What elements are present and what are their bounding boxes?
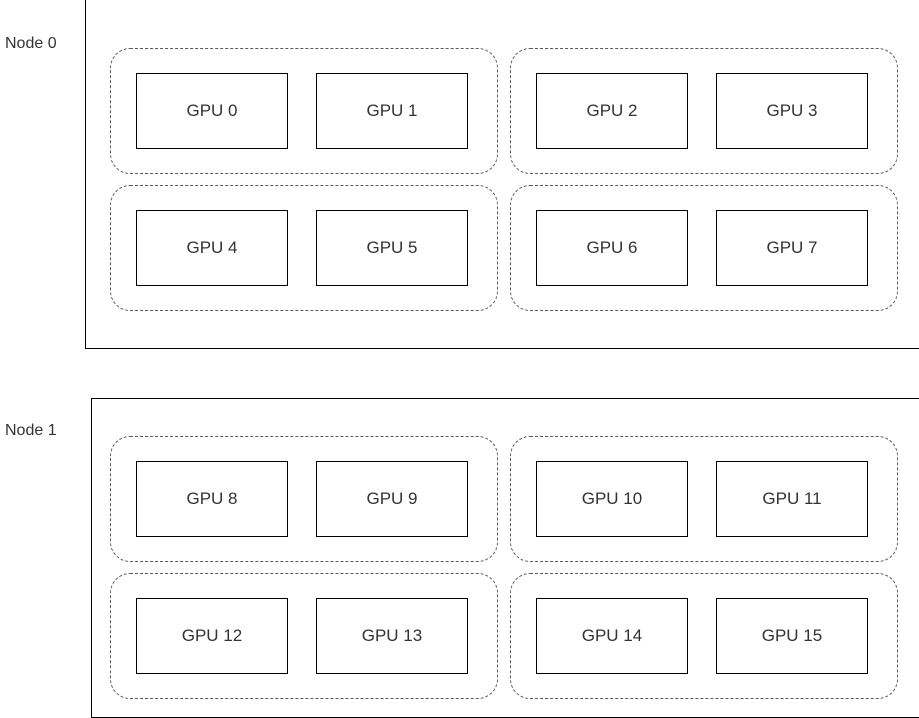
gpu-box: GPU 14: [536, 598, 688, 674]
gpu-box: GPU 2: [536, 73, 688, 149]
gpu-box: GPU 5: [316, 210, 468, 286]
gpu-box: GPU 8: [136, 461, 288, 537]
node-0-group-3: GPU 6 GPU 7: [510, 185, 898, 311]
gpu-box: GPU 7: [716, 210, 868, 286]
gpu-box: GPU 12: [136, 598, 288, 674]
gpu-box: GPU 6: [536, 210, 688, 286]
node-1-group-1: GPU 10 GPU 11: [510, 436, 898, 562]
gpu-box: GPU 10: [536, 461, 688, 537]
gpu-box: GPU 9: [316, 461, 468, 537]
gpu-box: GPU 4: [136, 210, 288, 286]
gpu-box: GPU 13: [316, 598, 468, 674]
node-1-group-0: GPU 8 GPU 9: [110, 436, 498, 562]
gpu-box: GPU 11: [716, 461, 868, 537]
node-0-group-0: GPU 0 GPU 1: [110, 48, 498, 174]
gpu-box: GPU 1: [316, 73, 468, 149]
node-0-box: [85, 0, 919, 349]
node-0-group-1: GPU 2 GPU 3: [510, 48, 898, 174]
gpu-box: GPU 15: [716, 598, 868, 674]
node-0-label: Node 0: [5, 35, 57, 52]
gpu-box: GPU 0: [136, 73, 288, 149]
node-1-group-3: GPU 14 GPU 15: [510, 573, 898, 699]
node-1-label: Node 1: [5, 422, 57, 439]
node-1-group-2: GPU 12 GPU 13: [110, 573, 498, 699]
gpu-box: GPU 3: [716, 73, 868, 149]
node-0-group-2: GPU 4 GPU 5: [110, 185, 498, 311]
